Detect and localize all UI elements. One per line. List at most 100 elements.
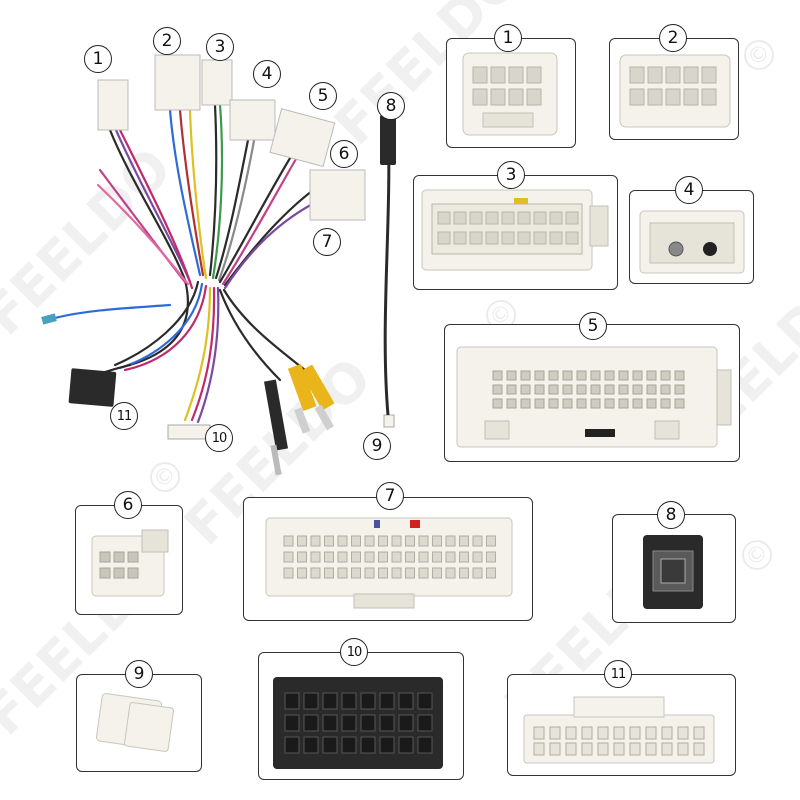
pin-slot xyxy=(351,567,361,579)
pin-slot xyxy=(632,398,643,409)
pin-slot xyxy=(432,535,442,547)
connector-5-photo xyxy=(456,346,732,448)
panel-label-10: 10 xyxy=(340,638,368,666)
pin-slot xyxy=(324,535,334,547)
pin-slot xyxy=(391,567,402,579)
pin-slot xyxy=(613,742,625,756)
pin-slot xyxy=(674,384,685,395)
panel-label-11: 11 xyxy=(604,660,632,688)
pin-slot xyxy=(459,567,469,579)
pin-slot xyxy=(364,551,375,563)
pin-slot xyxy=(303,692,319,710)
panel-label-4: 4 xyxy=(675,176,703,204)
pin-slot xyxy=(284,692,300,710)
harness-label-3: 3 xyxy=(206,33,234,61)
connector-panel-5 xyxy=(444,324,740,462)
connector-7-pins xyxy=(283,535,496,579)
pin-slot xyxy=(646,398,657,409)
pin-slot xyxy=(405,551,415,563)
pin-slot xyxy=(486,535,496,547)
pin-slot xyxy=(632,370,643,381)
harness-label-7: 7 xyxy=(313,228,341,256)
pin-slot xyxy=(548,384,559,395)
pin-slot xyxy=(364,535,375,547)
pin-slot xyxy=(341,736,357,754)
connector-panel-6 xyxy=(75,505,183,615)
pin-slot xyxy=(283,551,294,563)
connector-7-photo xyxy=(265,517,513,609)
panel-label-3: 3 xyxy=(497,161,525,189)
pin-slot xyxy=(562,384,573,395)
harness-label-2: 2 xyxy=(153,27,181,55)
pin-slot xyxy=(418,535,429,547)
pin-slot xyxy=(565,742,577,756)
connector-panel-7 xyxy=(243,497,533,621)
connector-10-pins xyxy=(284,692,433,754)
pin-slot xyxy=(597,742,609,756)
pin-slot xyxy=(360,714,376,732)
pin-slot xyxy=(472,551,483,563)
pin-slot xyxy=(618,370,629,381)
watermark-copyright: © xyxy=(737,33,781,77)
pin-slot xyxy=(506,384,517,395)
pin-slot xyxy=(660,370,671,381)
connector-11-photo xyxy=(523,696,715,764)
connector-11-pins xyxy=(533,726,705,756)
pin-slot xyxy=(322,736,338,754)
pin-slot xyxy=(445,567,456,579)
pin-slot xyxy=(590,370,601,381)
pin-slot xyxy=(549,726,561,740)
pin-slot xyxy=(337,567,348,579)
connector-1-photo xyxy=(462,52,558,136)
connector-panel-1 xyxy=(446,38,576,148)
pin-slot xyxy=(360,692,376,710)
pin-slot xyxy=(360,736,376,754)
pin-slot xyxy=(398,692,414,710)
pin-slot xyxy=(324,567,334,579)
pin-slot xyxy=(472,535,483,547)
pin-slot xyxy=(351,551,361,563)
pin-slot xyxy=(646,384,657,395)
harness-label-11: 11 xyxy=(110,402,138,430)
pin-slot xyxy=(297,535,307,547)
pin-slot xyxy=(341,692,357,710)
connector-8-photo xyxy=(643,535,703,609)
pin-slot xyxy=(379,692,395,710)
pin-slot xyxy=(632,384,643,395)
pin-slot xyxy=(646,370,657,381)
pin-slot xyxy=(661,726,673,740)
pin-slot xyxy=(378,551,388,563)
pin-slot xyxy=(459,551,469,563)
pin-slot xyxy=(674,370,685,381)
harness-label-8: 8 xyxy=(377,92,405,120)
pin-slot xyxy=(284,736,300,754)
pin-slot xyxy=(417,692,433,710)
panel-label-6: 6 xyxy=(114,491,142,519)
connector-2-photo xyxy=(619,54,731,128)
pin-slot xyxy=(378,567,388,579)
pin-slot xyxy=(303,736,319,754)
pin-slot xyxy=(576,398,587,409)
pin-slot xyxy=(303,714,319,732)
pin-slot xyxy=(660,384,671,395)
pin-slot xyxy=(432,551,442,563)
pin-slot xyxy=(322,714,338,732)
pin-slot xyxy=(337,551,348,563)
pin-slot xyxy=(297,551,307,563)
pin-slot xyxy=(445,551,456,563)
pin-slot xyxy=(581,742,593,756)
connector-panel-11 xyxy=(507,674,736,776)
pin-slot xyxy=(324,551,334,563)
pin-slot xyxy=(645,726,657,740)
pin-slot xyxy=(576,384,587,395)
pin-slot xyxy=(506,398,517,409)
pin-slot xyxy=(533,742,545,756)
pin-slot xyxy=(432,567,442,579)
pin-slot xyxy=(674,398,685,409)
pin-slot xyxy=(486,567,496,579)
wire-harness-photo xyxy=(41,54,396,476)
pin-slot xyxy=(405,567,415,579)
panel-label-2: 2 xyxy=(659,24,687,52)
pin-slot xyxy=(629,742,641,756)
pin-slot xyxy=(391,551,402,563)
